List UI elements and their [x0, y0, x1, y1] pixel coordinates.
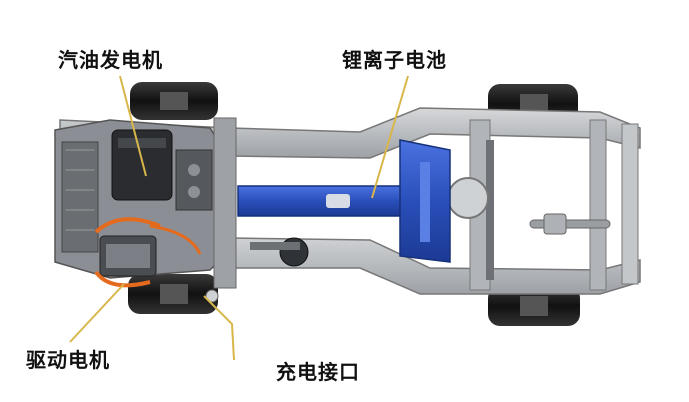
rear-right-tire	[488, 286, 580, 326]
generator-label: 汽油发电机	[58, 48, 163, 72]
battery-label: 锂离子电池	[342, 48, 447, 72]
front-right-tire	[128, 274, 218, 314]
charge-port	[205, 289, 219, 303]
drive-motor	[94, 217, 202, 288]
gasoline-generator	[111, 129, 213, 211]
front-suspension	[213, 117, 309, 289]
front-left-tire	[130, 82, 218, 120]
lithium-ion-battery	[237, 139, 451, 263]
drive-motor-label: 驱动电机	[26, 348, 110, 372]
charge-port-label: 充电接口	[276, 360, 360, 384]
leader-lines	[69, 75, 409, 361]
